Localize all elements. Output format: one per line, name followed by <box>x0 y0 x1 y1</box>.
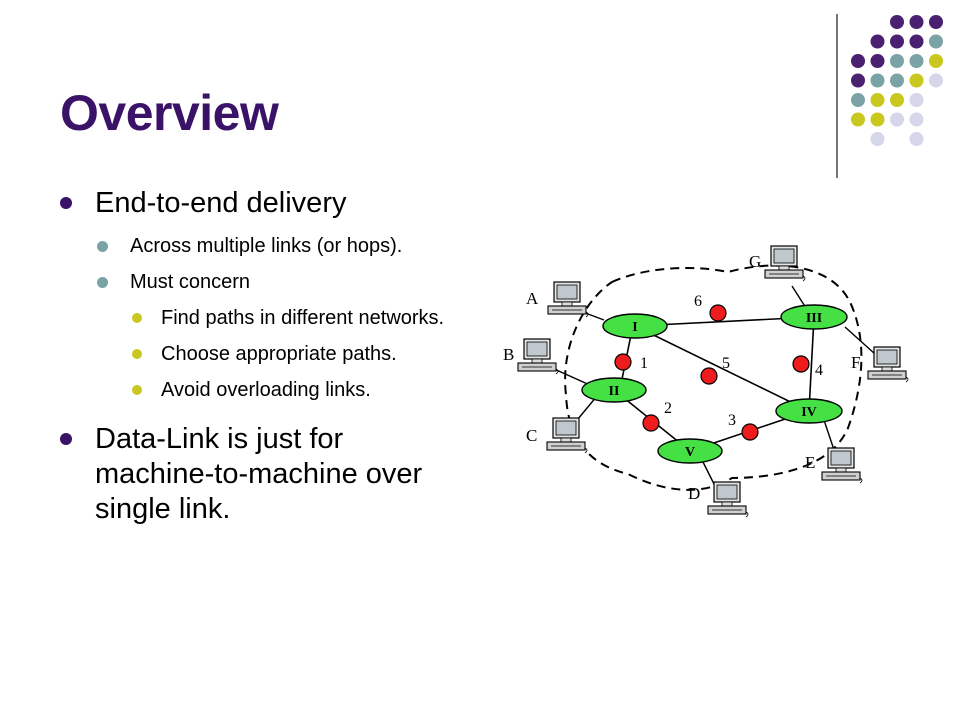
host-A <box>547 281 589 318</box>
router-label-I: I <box>632 320 637 335</box>
link-node-1 <box>614 353 632 371</box>
host-label-A: A <box>526 289 539 308</box>
bullet-avoid-overloading: Avoid overloading links. <box>130 377 460 404</box>
router-II <box>581 377 647 403</box>
decorative-dot <box>890 15 904 29</box>
decorative-dot-grid <box>851 15 943 146</box>
decorative-dot <box>870 54 885 68</box>
host-B <box>517 338 559 375</box>
decorative-dot <box>909 34 924 49</box>
bullet-data-link: Data-Link is just for machine-to-machine… <box>60 422 460 527</box>
link-label-6: 6 <box>694 293 702 310</box>
router-label-III: III <box>806 311 822 326</box>
host-F <box>867 346 909 383</box>
host-label-B: B <box>503 345 514 364</box>
decorative-dot <box>909 73 924 88</box>
decorative-dot <box>890 112 904 127</box>
link-label-3: 3 <box>728 412 736 429</box>
bullet-list: End-to-end delivery Across multiple link… <box>60 186 460 539</box>
decorative-dot <box>929 15 943 29</box>
decorative-dot <box>870 112 885 127</box>
decorative-dot <box>890 93 904 107</box>
bullet-across-links: Across multiple links (or hops). <box>95 233 460 260</box>
decorative-dot <box>890 34 904 49</box>
host-label-E: E <box>805 453 815 472</box>
decorative-dot <box>909 112 924 127</box>
decorative-dot <box>909 132 924 146</box>
network-cloud-boundary <box>564 264 863 491</box>
link-node-3 <box>741 423 759 441</box>
host-C <box>546 417 588 454</box>
host-label-C: C <box>526 426 537 445</box>
bullet-must-concern: Must concern <box>95 269 460 296</box>
decorative-dot <box>870 73 885 88</box>
link-label-4: 4 <box>815 362 823 379</box>
link-label-5: 5 <box>722 355 730 372</box>
router-V <box>657 438 723 464</box>
host-label-G: G <box>749 252 761 271</box>
decorative-dot <box>851 73 865 88</box>
decorative-dot <box>870 34 885 49</box>
decorative-dot <box>851 54 865 68</box>
decorative-dot <box>929 73 943 88</box>
link-label-2: 2 <box>664 400 672 417</box>
decorative-dot <box>890 54 904 68</box>
host-label-D: D <box>688 484 700 503</box>
bullet-choose-paths: Choose appropriate paths. <box>130 341 460 368</box>
host-G <box>764 245 806 282</box>
router-III <box>780 304 848 330</box>
bullet-end-to-end: End-to-end delivery <box>60 186 460 221</box>
decorative-dot <box>851 93 865 107</box>
divider-line <box>836 14 838 178</box>
decorative-dot <box>909 54 924 68</box>
router-label-II: II <box>609 384 620 399</box>
decorative-dot <box>890 73 904 88</box>
decorative-dot <box>851 112 865 127</box>
host-D <box>707 481 749 518</box>
decorative-dot <box>929 54 943 68</box>
decorative-dot <box>870 93 885 107</box>
router-label-V: V <box>685 445 695 460</box>
bullet-find-paths: Find paths in different networks. <box>130 305 460 332</box>
link-node-5 <box>700 367 718 385</box>
decorative-dot <box>929 34 943 49</box>
decorative-dot <box>870 132 885 146</box>
router-IV <box>775 398 843 424</box>
host-label-F: F <box>851 353 860 372</box>
network-diagram: 1 2 3 4 5 6 I II III IV V A <box>503 245 909 518</box>
link-node-6 <box>709 304 727 322</box>
router-I <box>602 313 668 339</box>
slide-title: Overview <box>60 85 279 141</box>
decorative-dot <box>909 15 924 29</box>
decorative-dot <box>909 93 924 107</box>
router-label-IV: IV <box>801 405 817 420</box>
link-node-2 <box>642 414 660 432</box>
link-label-1: 1 <box>640 355 648 372</box>
link-node-4 <box>792 355 810 373</box>
host-E <box>821 447 863 484</box>
